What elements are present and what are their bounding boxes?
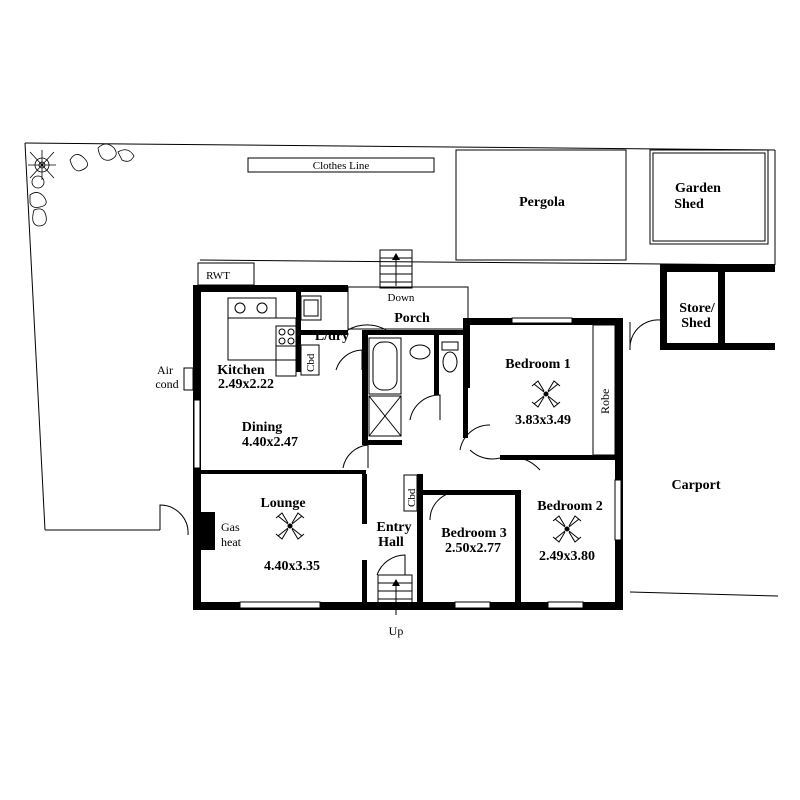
kitchen-label: Kitchen: [217, 363, 265, 378]
hall-label: Hall: [378, 535, 404, 550]
rwt-label: RWT: [206, 270, 230, 282]
bedroom1-dimensions: 3.83x3.49: [515, 413, 571, 428]
store-shed-label-1: Store/: [679, 301, 716, 316]
robe-label: Robe: [598, 389, 612, 414]
windows: [193, 317, 622, 609]
kitchen-fixtures: [227, 297, 297, 377]
bedroom1-label: Bedroom 1: [505, 357, 570, 372]
air-cond-label-1: Air: [157, 363, 173, 377]
air-con-unit: [183, 367, 194, 391]
down-label: Down: [388, 292, 415, 304]
bedroom3-dimensions: 2.50x2.77: [445, 541, 501, 556]
laundry-fixtures: [300, 295, 322, 376]
lounge-label: Lounge: [260, 496, 305, 511]
clothes-line-label: Clothes Line: [313, 160, 370, 172]
house-walls: [193, 264, 775, 610]
pergola: [455, 149, 627, 261]
bedroom2-dimensions: 2.49x3.80: [539, 549, 595, 564]
lounge-dimensions: 4.40x3.35: [264, 559, 320, 574]
garden-plants-icon: [28, 143, 135, 227]
front-steps: [377, 574, 413, 615]
laundry-label: L/dry: [315, 329, 349, 344]
cbd-hall-label: Cbd: [406, 488, 418, 507]
entry-label: Entry: [377, 520, 412, 535]
doors: [159, 292, 661, 576]
ceiling-fan-icon: [275, 380, 582, 543]
bedroom3-label: Bedroom 3: [441, 526, 506, 541]
gas-heat-label-1: Gas: [221, 520, 240, 534]
dining-dimensions: 4.40x2.47: [242, 435, 298, 450]
air-cond-label-2: cond: [155, 377, 178, 391]
bathroom-fixtures: [368, 337, 459, 437]
gas-heat-label-2: heat: [221, 535, 242, 549]
pergola-label: Pergola: [519, 195, 565, 210]
garden-shed-label-2: Shed: [674, 197, 704, 212]
property-boundary: [24, 142, 779, 597]
garden-shed-label-1: Garden: [675, 181, 721, 196]
dining-label: Dining: [242, 420, 282, 435]
porch-label: Porch: [394, 311, 430, 326]
carport-label: Carport: [672, 478, 721, 493]
clothes-line: [247, 157, 435, 173]
store-shed-label-2: Shed: [681, 316, 711, 331]
cbd-laundry-label: Cbd: [305, 353, 317, 372]
up-label: Up: [389, 624, 404, 638]
kitchen-dimensions: 2.49x2.22: [218, 377, 274, 392]
rear-steps: [379, 249, 413, 289]
bedroom2-label: Bedroom 2: [537, 499, 602, 514]
robe: [592, 324, 616, 456]
hall-cupboard: [403, 474, 418, 512]
garden-shed: [649, 149, 769, 245]
